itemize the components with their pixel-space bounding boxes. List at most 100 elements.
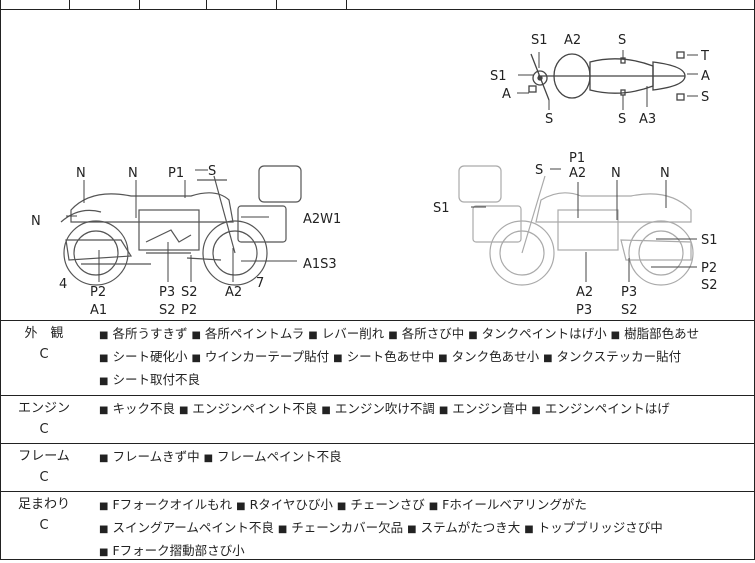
motorcycle-diagram: S1 A2 S S1 A S T A S S A3 bbox=[31, 33, 718, 318]
list-item: ■Fフォークオイルもれ bbox=[99, 497, 233, 512]
list-item: ■フレームきず中 bbox=[99, 449, 200, 464]
divider bbox=[206, 0, 207, 9]
label-s: S bbox=[208, 164, 216, 179]
section-title: フレーム bbox=[18, 449, 70, 464]
section-head: 足まわり C bbox=[1, 492, 87, 536]
list-item: ■チェーンカバー欠品 bbox=[277, 520, 404, 535]
label-n: N bbox=[76, 166, 86, 181]
list-item: ■Fフォーク摺動部さび小 bbox=[99, 543, 245, 558]
label-n: N bbox=[611, 166, 621, 181]
label-s2: S2 bbox=[701, 278, 718, 293]
label-s2: S2 bbox=[159, 303, 176, 318]
left-side-view bbox=[60, 165, 302, 286]
label-p1: P1 bbox=[168, 166, 184, 181]
list-item: ■タンクペイントはげ小 bbox=[468, 326, 607, 341]
label-a2: A2 bbox=[225, 285, 242, 300]
label-4: 4 bbox=[59, 277, 67, 292]
section-grade: C bbox=[39, 347, 49, 362]
list-item: ■キック不良 bbox=[99, 401, 175, 416]
label-s: S bbox=[618, 33, 626, 48]
list-item: ■ステムがたつき大 bbox=[407, 520, 521, 535]
section-items: ■キック不良 ■エンジンペイント不良 ■エンジン吹け不調 ■エンジン音中 ■エン… bbox=[99, 398, 747, 421]
list-item: ■Fホイールベアリングがた bbox=[428, 497, 587, 512]
list-item: ■各所ペイントムラ bbox=[191, 326, 305, 341]
list-item: ■各所さび中 bbox=[388, 326, 465, 341]
section-exterior: 外 観 C ■各所うすきず ■各所ペイントムラ ■レバー削れ ■各所さび中 ■タ… bbox=[1, 321, 754, 396]
label-a: A bbox=[701, 69, 710, 84]
label-n: N bbox=[660, 166, 670, 181]
label-s: S bbox=[535, 163, 543, 178]
label-p3: P3 bbox=[621, 285, 637, 300]
section-grade: C bbox=[39, 422, 49, 437]
list-item: ■樹脂部色あせ bbox=[610, 326, 700, 341]
section-head: 外 観 C bbox=[1, 321, 87, 365]
label-s1: S1 bbox=[701, 233, 718, 248]
section-items: ■各所うすきず ■各所ペイントムラ ■レバー削れ ■各所さび中 ■タンクペイント… bbox=[99, 323, 747, 392]
list-item: ■エンジン吹け不調 bbox=[321, 401, 435, 416]
section-grade: C bbox=[39, 518, 49, 533]
section-title: 足まわり bbox=[17, 497, 70, 512]
list-item: ■エンジンペイント不良 bbox=[178, 401, 318, 416]
list-item: ■タンクステッカー貼付 bbox=[543, 349, 682, 364]
top-view bbox=[528, 51, 686, 101]
list-item: ■各所うすきず bbox=[99, 326, 188, 341]
list-item: ■ウインカーテープ貼付 bbox=[191, 349, 330, 364]
label-7: 7 bbox=[256, 276, 264, 291]
section-items: ■フレームきず中 ■フレームペイント不良 bbox=[99, 446, 747, 469]
list-item: ■シート色あせ中 bbox=[333, 349, 435, 364]
list-item: ■チェーンさび bbox=[336, 497, 425, 512]
section-items: ■Fフォークオイルもれ ■Rタイヤひび小 ■チェーンさび ■Fホイールベアリング… bbox=[99, 494, 747, 563]
label-a2: A2 bbox=[569, 166, 586, 181]
section-frame: フレーム C ■フレームきず中 ■フレームペイント不良 bbox=[1, 444, 754, 492]
list-item: ■シート取付不良 bbox=[99, 372, 200, 387]
section-title: エンジン bbox=[17, 401, 70, 416]
label-s1: S1 bbox=[433, 201, 450, 216]
section-head: エンジン C bbox=[1, 396, 87, 440]
label-p3: P3 bbox=[159, 285, 175, 300]
left-view-leaders bbox=[66, 169, 297, 282]
label-n: N bbox=[31, 214, 41, 229]
list-item: ■エンジン音中 bbox=[438, 401, 528, 416]
section-engine: エンジン C ■キック不良 ■エンジンペイント不良 ■エンジン吹け不調 ■エンジ… bbox=[1, 396, 754, 444]
label-a1: A1 bbox=[90, 303, 107, 318]
label-a2: A2 bbox=[564, 33, 581, 48]
list-item: ■シート硬化小 bbox=[99, 349, 188, 364]
right-side-view bbox=[458, 165, 694, 286]
label-s1: S1 bbox=[490, 69, 507, 84]
section-title: 外 観 bbox=[24, 326, 64, 341]
label-a2: A2 bbox=[576, 285, 593, 300]
label-s2: S2 bbox=[621, 303, 638, 318]
divider bbox=[139, 0, 140, 9]
list-item: ■トップブリッジさび中 bbox=[524, 520, 663, 535]
label-p2: P2 bbox=[90, 285, 106, 300]
label-p2: P2 bbox=[701, 261, 717, 276]
label-a: A bbox=[502, 87, 511, 102]
label-a1s3: A1S3 bbox=[303, 257, 337, 272]
list-item: ■レバー削れ bbox=[308, 326, 385, 341]
label-p2: P2 bbox=[181, 303, 197, 318]
list-item: ■フレームペイント不良 bbox=[203, 449, 342, 464]
label-p1: P1 bbox=[569, 151, 585, 166]
damage-diagram: S1 A2 S S1 A S T A S S A3 bbox=[1, 10, 754, 321]
section-grade: C bbox=[39, 470, 49, 485]
section-head: フレーム C bbox=[1, 444, 87, 488]
list-item: ■エンジンペイントはげ bbox=[531, 401, 670, 416]
top-table-row bbox=[1, 0, 754, 10]
label-s1: S1 bbox=[531, 33, 548, 48]
label-a2w1: A2W1 bbox=[303, 212, 341, 227]
list-item: ■スイングアームペイント不良 bbox=[99, 520, 274, 535]
label-s2: S2 bbox=[181, 285, 198, 300]
label-s: S bbox=[618, 112, 626, 127]
list-item: ■Rタイヤひび小 bbox=[236, 497, 333, 512]
label-a3: A3 bbox=[639, 112, 656, 127]
list-item: ■タンク色あせ小 bbox=[438, 349, 540, 364]
section-suspension: 足まわり C ■Fフォークオイルもれ ■Rタイヤひび小 ■チェーンさび ■Fホイ… bbox=[1, 492, 754, 559]
top-view-leaders bbox=[517, 50, 698, 110]
label-n: N bbox=[128, 166, 138, 181]
label-p3: P3 bbox=[576, 303, 592, 318]
divider bbox=[69, 0, 70, 9]
label-s: S bbox=[545, 112, 553, 127]
divider bbox=[276, 0, 277, 9]
divider bbox=[346, 0, 347, 9]
